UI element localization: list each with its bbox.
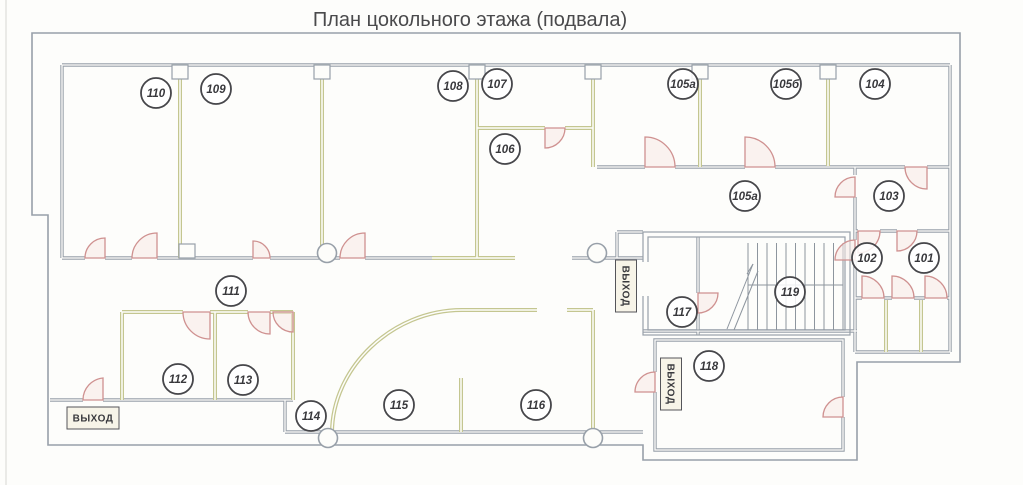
room-circle (667, 68, 699, 100)
room-circle (162, 363, 194, 395)
room-badge-102: 102 (851, 242, 883, 274)
exit-label-text: ВЫХОД (73, 414, 114, 425)
room-circle (666, 296, 698, 328)
room-number: 105б (773, 79, 800, 91)
room-circle (140, 77, 172, 109)
room-number: 109 (206, 84, 226, 96)
room-badge-111: 111 (215, 275, 247, 307)
room-badge-104: 104 (859, 68, 891, 100)
room-circle (227, 364, 259, 396)
room-number: 119 (781, 287, 800, 299)
room-number: 110 (147, 88, 166, 100)
room-number: 102 (857, 253, 877, 265)
structural-column (316, 242, 338, 264)
exit-label-box (660, 357, 682, 411)
room-circle (481, 68, 513, 100)
exit-label: ВЫХОД (66, 406, 120, 430)
room-circle (489, 133, 521, 165)
room-badge-119: 119 (774, 276, 806, 308)
room-number: 112 (169, 374, 188, 386)
wall-pilaster (313, 64, 331, 80)
room-circle (437, 70, 469, 102)
room-badge-114: 114 (295, 400, 327, 432)
room-circle (693, 350, 725, 382)
wall-pilaster (468, 64, 486, 80)
wall-pilaster (171, 64, 189, 80)
room-number-layer: 110 109 108 107 106 105а 105б 104 105а 103 102 101 1… (140, 68, 940, 432)
room-badge-105б: 105б (770, 68, 802, 100)
room-badge-107: 107 (481, 68, 513, 100)
room-number: 101 (914, 253, 933, 265)
room-circle (770, 68, 802, 100)
room-badge-110: 110 (140, 77, 172, 109)
stair-direction-arrow (726, 263, 754, 330)
room-number: 111 (222, 286, 239, 298)
room-badge-118: 118 (693, 350, 725, 382)
room-circle (873, 180, 905, 212)
structural-column (317, 427, 339, 449)
room-circle (520, 389, 552, 421)
room-badge-105а: 105а (667, 68, 699, 100)
exit-label-layer: ВЫХОД ВЫХОД ВЫХОД (66, 259, 682, 430)
exit-label-box (66, 406, 120, 430)
room-badge-106: 106 (489, 133, 521, 165)
outer-boundary (31, 32, 961, 461)
room-badge-113: 113 (227, 364, 259, 396)
room-number: 104 (865, 79, 885, 91)
wall-pilasters (171, 64, 837, 259)
room-circle (729, 180, 761, 212)
room-circle (774, 276, 806, 308)
room-circle (908, 242, 940, 274)
structural-column (586, 242, 608, 264)
plan-title: План цокольного этажа (подвала) (313, 9, 627, 31)
room-badge-112: 112 (162, 363, 194, 395)
room-number: 115 (390, 400, 409, 412)
room-badge-116: 116 (520, 389, 552, 421)
room-number: 116 (527, 400, 546, 412)
room-badge-101: 101 (908, 242, 940, 274)
room-circle (859, 68, 891, 100)
room-number: 105а (732, 191, 758, 203)
structural-columns (316, 242, 608, 449)
stair-door-opening (640, 262, 650, 296)
room-circle (383, 389, 415, 421)
room-badge-115: 115 (383, 389, 415, 421)
room-number: 118 (700, 361, 719, 373)
door-arcs (82, 127, 948, 418)
room-number: 106 (495, 144, 515, 156)
room-number: 108 (443, 81, 463, 93)
room-number: 105а (670, 79, 696, 91)
room-number: 114 (302, 411, 321, 423)
room-number: 107 (487, 79, 507, 91)
exit-label-box (615, 259, 637, 313)
room-number: 103 (879, 191, 899, 203)
room-badge-109: 109 (200, 73, 232, 105)
room-number: 113 (234, 375, 253, 387)
room-number: 117 (673, 307, 692, 319)
wall-pilaster (178, 243, 196, 259)
room-circle (215, 275, 247, 307)
exit-label: ВЫХОД (615, 259, 637, 313)
room-circle (295, 400, 327, 432)
room-badge-117: 117 (666, 296, 698, 328)
exit-label-text: ВЫХОД (620, 266, 631, 307)
room-badge-108: 108 (437, 70, 469, 102)
exit-label: ВЫХОД (660, 357, 682, 411)
room-circle (200, 73, 232, 105)
room-badge-105а: 105а (729, 180, 761, 212)
exit-label-text: ВЫХОД (665, 364, 676, 405)
wall-pilaster (819, 64, 837, 80)
wall-pilaster (584, 64, 602, 80)
room-badge-103: 103 (873, 180, 905, 212)
structural-column (582, 427, 604, 449)
room-circle (851, 242, 883, 274)
